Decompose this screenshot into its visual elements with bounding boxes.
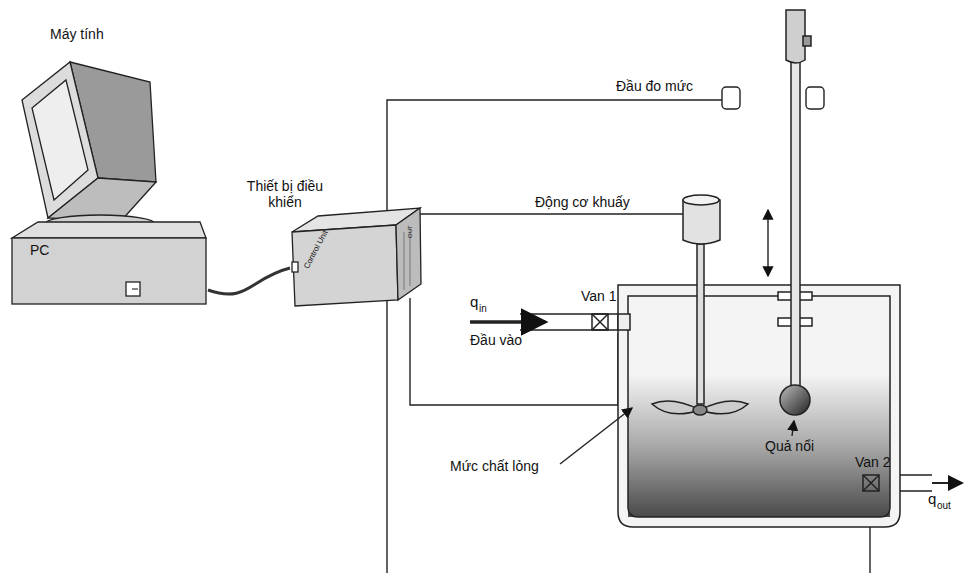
- flow-subscript: in: [479, 303, 487, 315]
- control-unit: Thiết bị điều khiểnControl Unit: [290, 206, 422, 308]
- float-label: Quả nổi: [765, 438, 814, 455]
- flow-symbol: q: [928, 490, 936, 507]
- flow-symbol: q: [470, 293, 478, 310]
- computer: Máy tínhPC: [10, 218, 208, 306]
- node-heading: Thiết bị điều khiển: [242, 178, 328, 210]
- cable: [208, 268, 290, 294]
- motor-label: Động cơ khuấy: [535, 194, 630, 211]
- port-label: OUT: [407, 225, 414, 238]
- pc-label: PC: [30, 242, 49, 259]
- sensor-label: Đầu đo mức: [616, 78, 693, 95]
- valve-label: Van 2: [855, 454, 891, 471]
- node-heading: Máy tính: [50, 26, 104, 43]
- liquid-level-label: Mức chất lỏng: [450, 458, 539, 475]
- valve-label: Van 1: [581, 288, 617, 305]
- inlet-label: Đầu vào: [470, 332, 522, 349]
- device-label: Control Unit: [302, 229, 330, 271]
- flow-subscript: out: [937, 500, 951, 512]
